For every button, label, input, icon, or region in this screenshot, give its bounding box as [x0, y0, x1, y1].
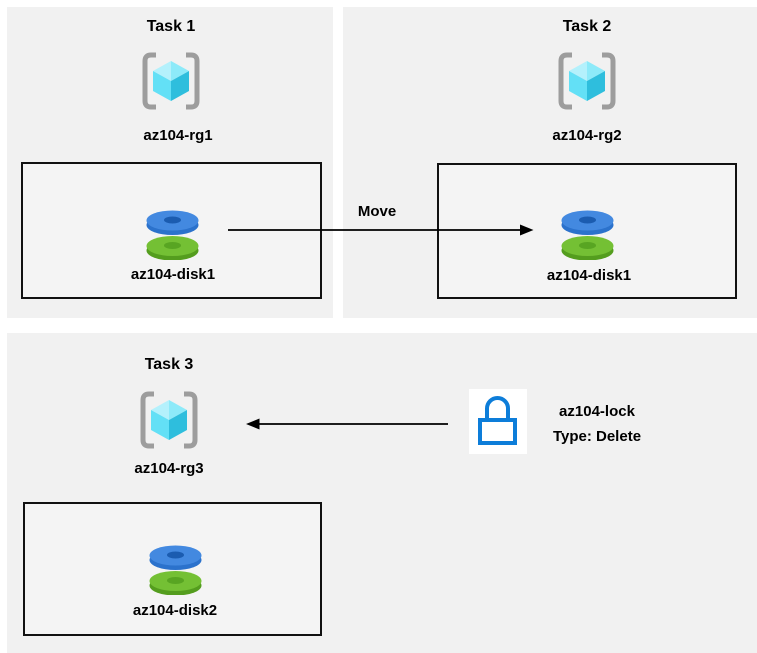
- task1-title: Task 1: [146, 18, 196, 35]
- lock-caption: az104-lock Type: Delete: [522, 399, 672, 449]
- resource-group-icon: [140, 391, 198, 449]
- disk-label: az104-disk1: [130, 266, 216, 283]
- managed-disk-icon: [149, 545, 202, 595]
- move-arrow-label: Move: [357, 203, 397, 220]
- disk-label: az104-disk2: [132, 602, 218, 619]
- task2-disk-box: az104-disk1: [437, 163, 737, 299]
- task3-disk-box: az104-disk2: [23, 502, 322, 636]
- lock-name: az104-lock: [559, 403, 635, 420]
- resource-group-label: az104-rg2: [552, 127, 622, 144]
- lock-tile: [469, 389, 527, 454]
- resource-group-label: az104-rg1: [143, 127, 213, 144]
- arrow-right-icon: [228, 224, 534, 236]
- managed-disk-icon: [561, 210, 614, 260]
- task3-title: Task 3: [144, 356, 194, 373]
- lock-type: Type: Delete: [552, 428, 642, 445]
- lock-icon: [478, 396, 517, 445]
- task2-panel: Task 2 az104-rg2 az104-disk1: [343, 7, 757, 318]
- disk-label: az104-disk1: [546, 267, 632, 284]
- resource-group-icon: [142, 52, 200, 110]
- managed-disk-icon: [146, 210, 199, 260]
- arrow-left-icon: [246, 418, 448, 430]
- task2-title: Task 2: [562, 18, 612, 35]
- resource-group-icon: [558, 52, 616, 110]
- task3-panel: Task 3 az104-rg3 az104-disk2: [7, 333, 757, 653]
- task1-panel: Task 1 az104-rg1 az104-disk1: [7, 7, 333, 318]
- resource-group-label: az104-rg3: [134, 460, 204, 477]
